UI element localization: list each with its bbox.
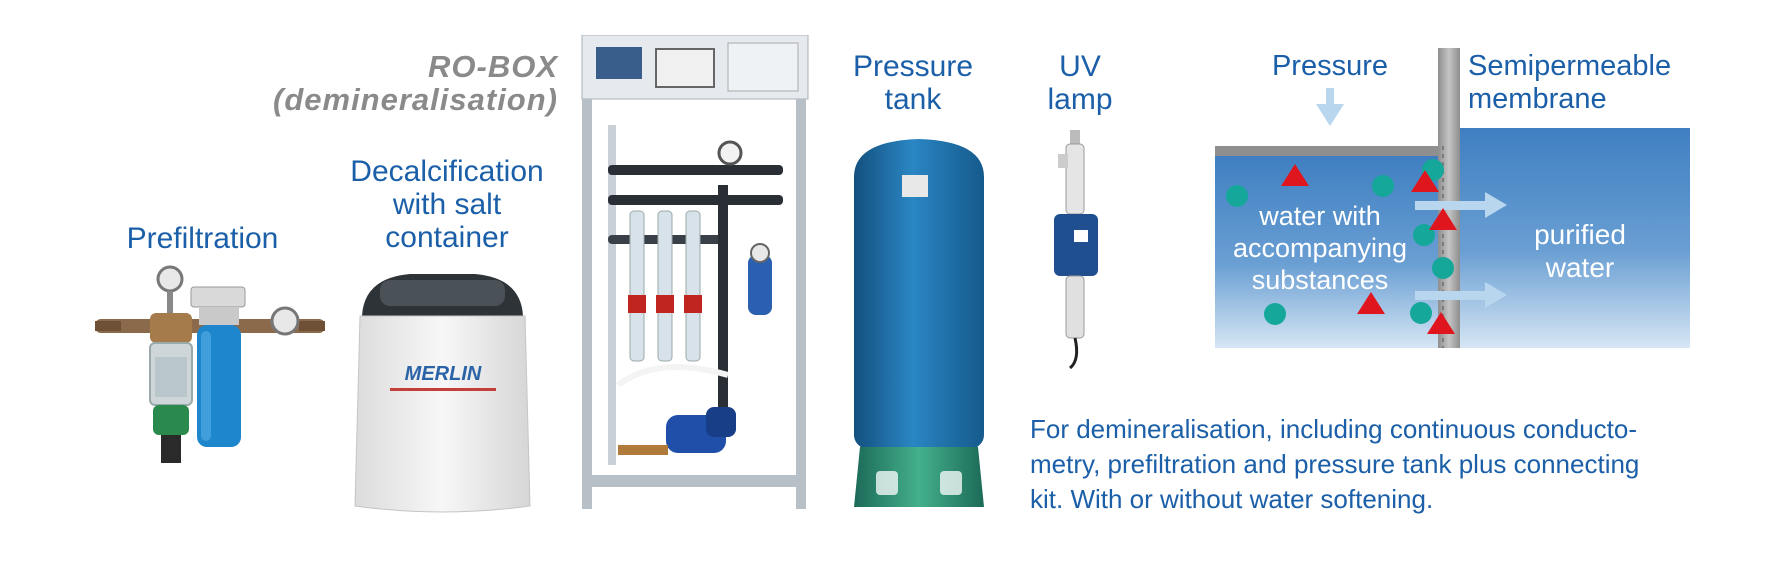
uv-lamp-image [1054,130,1098,370]
prefiltration-label: Prefiltration [126,222,279,255]
pressure-tank-image [854,139,984,507]
uv-lamp-label: UV lamp [1047,50,1113,116]
membrane-label: Semipermeable membrane [1468,50,1672,115]
pressure-label: Pressure [1271,50,1389,82]
ro-box-unit-image [581,35,809,509]
prefilter-unit-image [95,265,325,463]
softener-brand-logo: MERLIN [405,363,482,385]
membrane-diagram [1215,48,1690,348]
inside-water-label: water with accompanying substances [1232,201,1408,295]
pressure-tank-label: Pressure tank [852,50,974,116]
product-description: For demineralisation, including continuo… [1030,414,1640,514]
outside-water-label: purified water [1534,219,1626,283]
decalcification-label: Decalcification with salt container [350,155,544,254]
softener-container-image: MERLIN [354,274,531,513]
ro-box-title: RO-BOX (demineralisation) [273,49,558,117]
